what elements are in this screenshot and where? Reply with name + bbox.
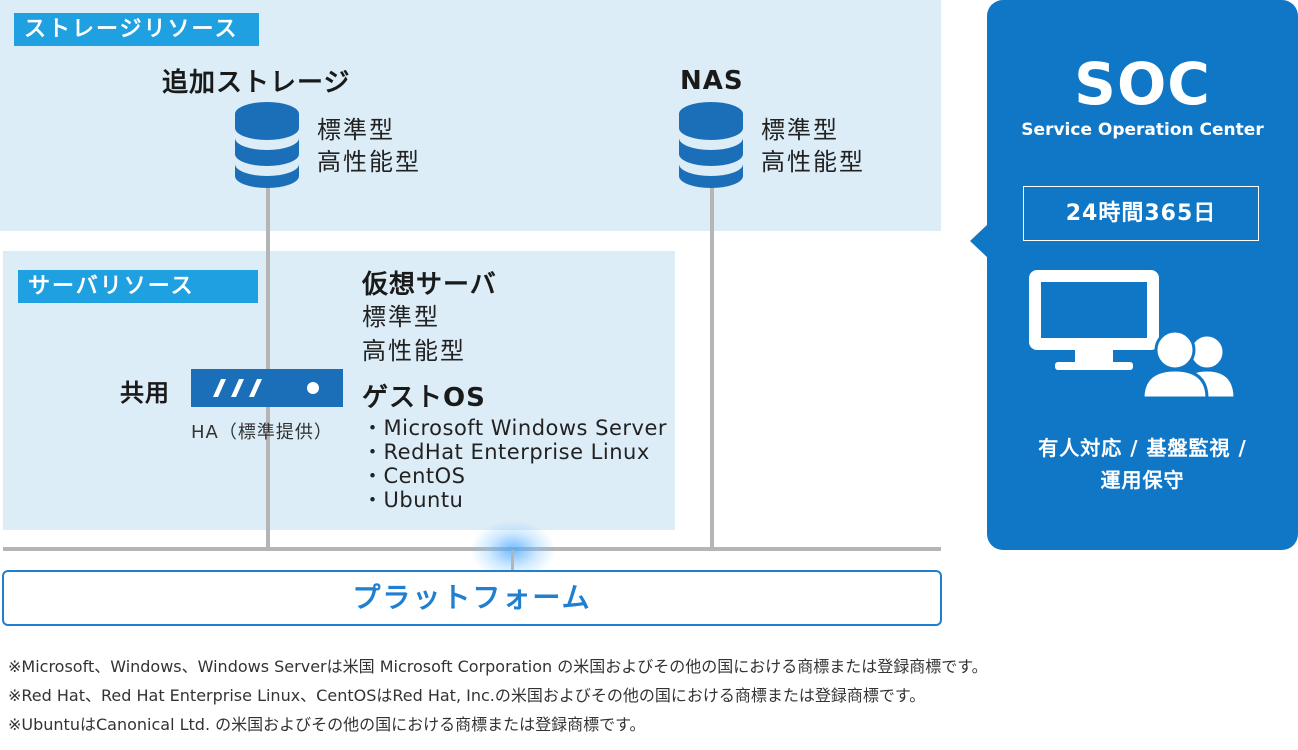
guest-os-item: ・Microsoft Windows Server: [362, 416, 668, 440]
soc-services-line1: 有人対応 / 基盤監視 /: [1038, 436, 1247, 460]
virtual-server-title: 仮想サーバ: [362, 270, 497, 300]
trademark-note: ※Microsoft、Windows、Windows Serverは米国 Mic…: [8, 657, 988, 676]
guest-os-item: ・CentOS: [362, 464, 466, 488]
guest-os-list: ・Microsoft Windows Server ・RedHat Enterp…: [362, 416, 667, 512]
additional-storage-type-high-perf: 高性能型: [317, 148, 421, 176]
soc-services-line2: 運用保守: [1100, 468, 1185, 492]
virtual-server-type-standard: 標準型: [362, 303, 440, 331]
guest-os-item: ・RedHat Enterprise Linux: [362, 440, 650, 464]
soc-hours-badge: 24時間365日: [1023, 186, 1259, 241]
trademark-note: ※UbuntuはCanonical Ltd. の米国およびその他の国における商標…: [8, 715, 646, 734]
soc-title: SOC: [1074, 50, 1211, 118]
soc-panel: SOC Service Operation Center 24時間365日 有人…: [987, 0, 1298, 550]
nas-connector: [710, 185, 714, 550]
soc-pointer: [970, 224, 988, 258]
trademark-notes: ※Microsoft、Windows、Windows Serverは米国 Mic…: [8, 652, 988, 739]
guest-os-item: ・Ubuntu: [362, 488, 464, 512]
virtual-server-type-high-perf: 高性能型: [362, 337, 466, 365]
nas-title: NAS: [680, 66, 744, 96]
additional-storage-title: 追加ストレージ: [162, 68, 351, 98]
monitor-people-icon: [1029, 270, 1249, 400]
trademark-note: ※Red Hat、Red Hat Enterprise Linux、CentOS…: [8, 686, 926, 705]
shared-label: 共用: [120, 379, 170, 407]
nas-type-standard: 標準型: [761, 116, 839, 144]
platform-connector: [511, 550, 514, 571]
additional-storage-type-standard: 標準型: [317, 116, 395, 144]
server-appliance-icon: [191, 369, 343, 407]
soc-subtitle: Service Operation Center: [1021, 120, 1264, 140]
platform-box: プラットフォーム: [2, 570, 942, 626]
nas-type-high-perf: 高性能型: [761, 148, 865, 176]
additional-storage-connector: [266, 185, 270, 550]
server-resource-tag: サーバリソース: [18, 270, 258, 303]
storage-resource-tag: ストレージリソース: [14, 13, 259, 46]
ha-label: HA（標準提供）: [191, 422, 333, 443]
guest-os-title: ゲストOS: [362, 383, 486, 413]
database-icon: [677, 100, 745, 188]
soc-services: 有人対応 / 基盤監視 / 運用保守: [987, 432, 1298, 496]
database-icon: [233, 100, 301, 188]
